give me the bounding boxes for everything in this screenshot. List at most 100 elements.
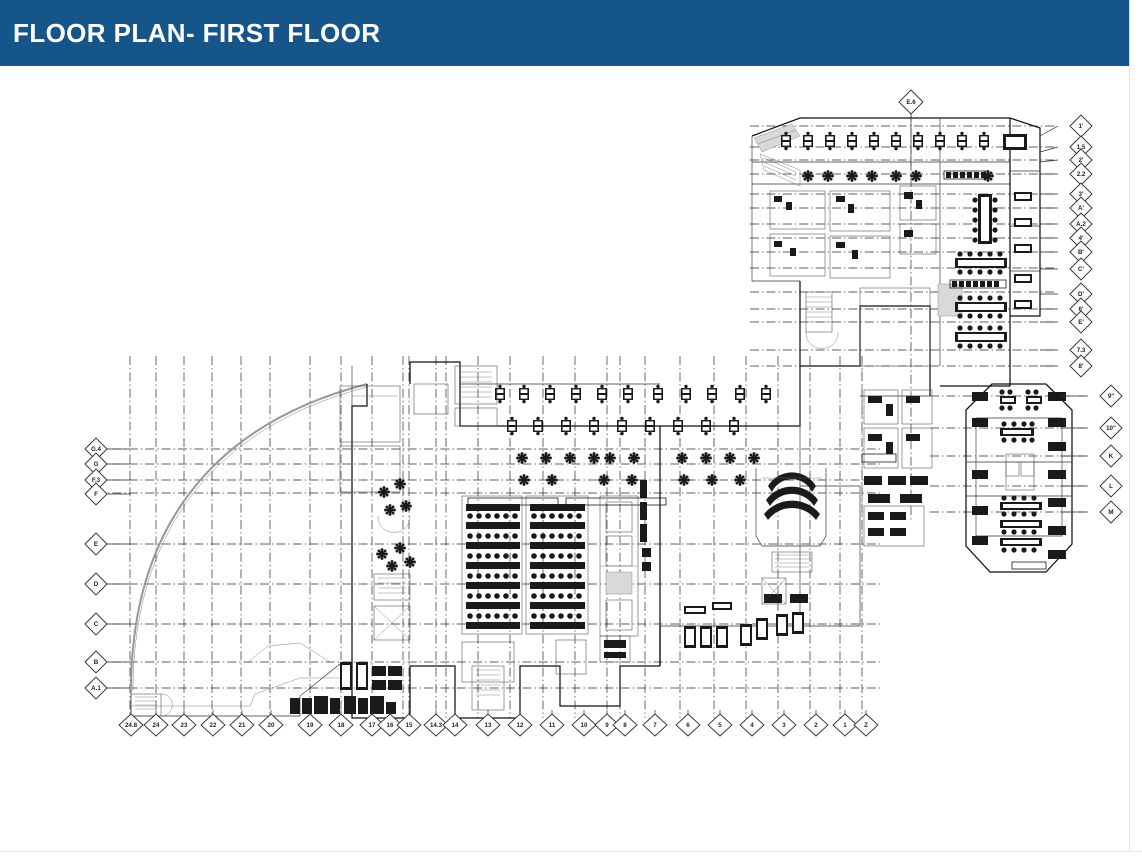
grid-bubble-bottom-17[interactable]: 9 [594,710,620,737]
grid-bubble-right-0[interactable]: 1' [1039,114,1093,138]
grid-bubble-label: A.1 [91,685,101,692]
grid-bubble-right-11[interactable]: 6' [1040,297,1093,321]
grid-bubble-left-7[interactable]: B [84,650,130,674]
grid-bubble-label: 8 [623,722,627,729]
grid-bubble-right-13[interactable]: 7.3 [1040,338,1093,362]
grid-bubble-bottom-16[interactable]: 10 [571,710,597,737]
grid-bubble-label: 7 [653,722,657,729]
grid-bubble-label: 8' [1079,363,1084,370]
grid-bubble-top-0[interactable]: E.6 [898,89,924,115]
grid-bubble-rl-1[interactable]: 10" [1060,416,1123,440]
grid-bubble-bottom-3[interactable]: 22 [200,710,226,737]
grid-bubbles-right-lower: 9" 10" K L M [1060,384,1123,524]
grid-bubble-bottom-5[interactable]: 20 [258,710,284,737]
grid-bubble-label: 4' [1079,235,1084,242]
grid-bubble-bottom-2[interactable]: 23 [171,710,197,737]
north-wing [751,117,1041,387]
grid-bubble-right-8[interactable]: B' [1040,240,1093,264]
grid-bubbles-left: G.4 G F.3 F E [84,437,130,700]
grid-bubble-bottom-1[interactable]: 24 [143,710,169,737]
grid-bubble-label: 1' [1079,123,1084,130]
grid-bubble-bottom-15[interactable]: 11 [539,710,565,737]
grid-bubble-label: Z [864,722,868,729]
grid-bubble-label: E' [1078,319,1084,326]
grid-bubble-label: 1 [843,722,847,729]
page-bottom-margin [0,851,1142,861]
page-right-margin [1129,0,1142,852]
curved-counter [377,515,411,533]
grid-bubble-left-1[interactable]: G [84,452,130,476]
grid-bubble-label: K [1109,453,1114,460]
lower-left-entry [130,693,173,717]
grid-bubble-bottom-13[interactable]: 13 [475,710,501,737]
seating-bank-left [461,495,523,635]
grid-bubble-label: 9 [605,722,609,729]
grid-bubble-left-3[interactable]: F [84,482,130,506]
grid-bubble-bottom-14[interactable]: 12 [507,710,533,737]
grid-bubble-label: 18 [338,722,345,729]
grid-bubble-bottom-6[interactable]: 19 [297,710,323,737]
grid-bubble-bottom-25[interactable]: 1 [832,710,858,737]
grid-bubble-label: B' [1078,249,1084,256]
grid-bubble-left-4[interactable]: E [84,532,130,556]
grid-bubble-right-14[interactable]: 8' [1040,354,1093,378]
lower-left-furniture [290,662,402,714]
grid-bubble-right-7[interactable]: 4' [1040,226,1093,250]
grid-bubble-bottom-18[interactable]: 8 [612,710,638,737]
grid-bubble-bottom-23[interactable]: 3 [771,710,797,737]
grid-bubble-label: 14 [452,722,459,729]
grid-bubble-bottom-0[interactable]: 24.8 [118,710,144,737]
seating-bank-right [525,495,589,635]
page-title: FLOOR PLAN- FIRST FLOOR [13,17,381,48]
grid-bubble-label: 22 [210,722,217,729]
grid-bubble-left-5[interactable]: D [84,572,130,596]
grid-bubble-bottom-21[interactable]: 5 [707,710,733,737]
grid-bubble-rl-3[interactable]: L [1060,474,1123,498]
central-block [130,365,933,717]
grid-bubble-label: 1.5 [1077,144,1086,151]
north-wing-furniture [774,131,1032,349]
small-office-furniture [774,192,922,259]
grid-bubble-right-4[interactable]: 3' [1040,182,1093,206]
auditorium [755,468,827,605]
conference-table-north [972,194,998,244]
grid-bubble-bottom-10[interactable]: 15 [396,710,422,737]
grid-bubble-bottom-8[interactable]: 17 [359,710,385,737]
grid-bubble-bottom-4[interactable]: 21 [229,710,255,737]
grid-bubble-bottom-9[interactable]: 16 [377,710,403,737]
grid-bubble-label: C [94,621,99,628]
table-row-north-c [955,325,1007,349]
grid-bubble-right-5[interactable]: A' [1040,196,1093,220]
grid-bubble-rl-4[interactable]: M [1060,500,1123,524]
grid-bubble-bottom-26[interactable]: Z [853,710,879,737]
grid-bubble-bottom-22[interactable]: 4 [739,710,765,737]
grid-bubble-right-12[interactable]: E' [1040,310,1093,334]
grid-bubble-label: 2 [814,722,818,729]
east-offices [861,389,933,547]
grid-bubble-rl-2[interactable]: K [1060,444,1123,468]
grid-bubble-bottom-7[interactable]: 18 [328,710,354,737]
grid-bubble-bottom-20[interactable]: 6 [675,710,701,737]
grid-bubble-bottom-19[interactable]: 7 [642,710,668,737]
grid-bubble-label: 23 [181,722,188,729]
table-row-north-b [955,295,1007,319]
upper-left-rooms [339,365,498,493]
table-row-north-a [955,251,1007,275]
grid-bubble-label: A.2 [1076,221,1086,228]
grid-bubble-bottom-12[interactable]: 14 [442,710,468,737]
grid-bubbles-right-upper: 1' 1.5 2' 2.2 3' [1039,114,1093,378]
grid-bubble-label: 6 [686,722,690,729]
grid-bubble-bottom-11[interactable]: 14.3 [423,710,449,737]
grid-bubble-label: 5 [718,722,722,729]
grid-bubble-left-6[interactable]: C [84,612,130,636]
grid-bubble-label: F [94,491,98,498]
grid-bubble-right-9[interactable]: C' [1040,257,1093,281]
grid-bubble-bottom-24[interactable]: 2 [803,710,829,737]
grid-bubble-left-8[interactable]: A.1 [84,676,130,700]
grid-bubble-label: D [94,581,99,588]
grid-bubble-label: 12 [517,722,524,729]
grid-bubble-right-3[interactable]: 2.2 [1040,162,1093,186]
grid-bubble-left-2[interactable]: F.3 [84,468,130,492]
grid-bubble-rl-0[interactable]: 9" [1060,384,1123,408]
